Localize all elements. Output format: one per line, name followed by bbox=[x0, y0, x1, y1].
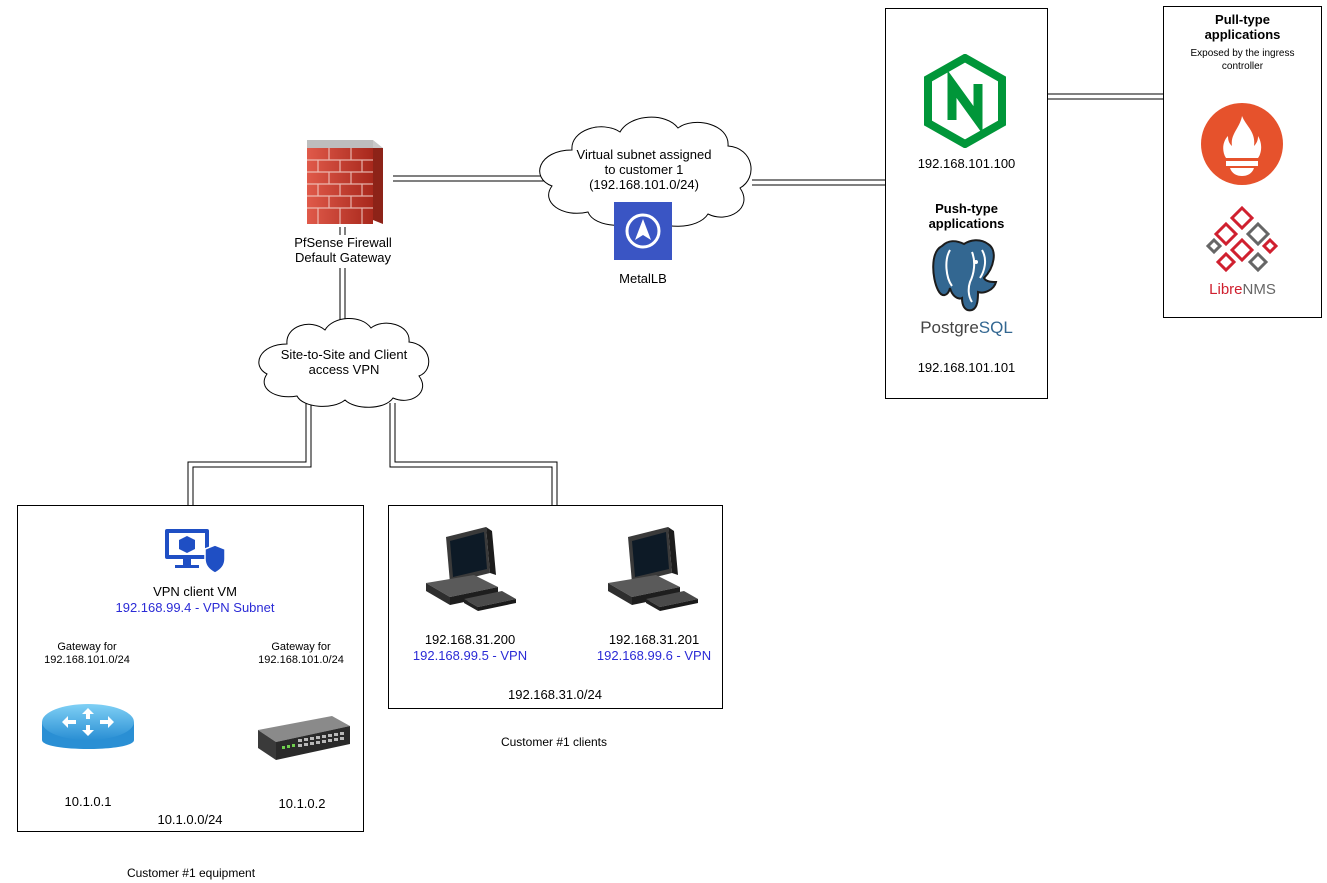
firewall-label: PfSense Firewall Default Gateway bbox=[283, 235, 403, 265]
gateway-right-line1: Gateway for bbox=[271, 641, 331, 653]
router-ip: 10.1.0.1 bbox=[64, 794, 112, 809]
cloud-virtual-label: Virtual subnet assigned to customer 1 (1… bbox=[549, 147, 739, 192]
vpn-cloud-icon bbox=[253, 314, 435, 410]
pc2-ip: 192.168.31.201 bbox=[608, 632, 700, 647]
librenms-icon bbox=[1205, 205, 1279, 274]
push-heading-line1: Push-type bbox=[935, 201, 998, 216]
switch-icon bbox=[254, 712, 352, 764]
pc1-vpn: 192.168.99.5 - VPN bbox=[412, 648, 528, 663]
cloud-virtual-line2: to customer 1 bbox=[604, 162, 684, 177]
pc1-ip: 192.168.31.200 bbox=[424, 632, 516, 647]
postgresql-wordmark: PostgreSQL bbox=[885, 318, 1048, 338]
pc2-vpn: 192.168.99.6 - VPN bbox=[596, 648, 712, 663]
gateway-left-line1: Gateway for bbox=[57, 641, 117, 653]
firewall-icon bbox=[303, 136, 385, 228]
equipment-subnet: 10.1.0.0/24 bbox=[157, 812, 223, 827]
pull-subheading-line1: Exposed by the ingress bbox=[1190, 48, 1295, 59]
desktop-computer-icon bbox=[424, 525, 518, 617]
prometheus-icon bbox=[1200, 102, 1284, 186]
nginx-ip: 192.168.101.100 bbox=[917, 156, 1016, 171]
metallb-label: MetalLB bbox=[619, 271, 667, 286]
switch-ip: 10.1.0.2 bbox=[278, 796, 326, 811]
vpn-cloud-label: Site-to-Site and Client access VPN bbox=[257, 347, 431, 377]
postgresql-icon bbox=[928, 238, 1000, 314]
cloud-icon bbox=[532, 112, 760, 230]
vpn-cloud-line1: Site-to-Site and Client bbox=[280, 347, 408, 362]
clients-caption: Customer #1 clients bbox=[500, 735, 608, 749]
push-heading-line2: applications bbox=[928, 216, 1005, 231]
metallb-icon bbox=[614, 202, 672, 260]
postgresql-wordmark-b: SQL bbox=[978, 318, 1013, 337]
postgresql-ip: 192.168.101.101 bbox=[917, 360, 1016, 375]
gateway-left: Gateway for 192.168.101.0/24 bbox=[22, 641, 152, 667]
nginx-icon bbox=[918, 53, 1012, 149]
librenms-wordmark: LibreNMS bbox=[1163, 281, 1322, 299]
cloud-virtual-line1: Virtual subnet assigned bbox=[576, 147, 712, 162]
pull-subheading: Exposed by the ingress controller bbox=[1163, 47, 1322, 73]
vm-ip: 192.168.99.4 - VPN Subnet bbox=[115, 600, 275, 615]
librenms-wordmark-a: Libre bbox=[1209, 281, 1243, 298]
postgresql-wordmark-a: Postgre bbox=[920, 318, 979, 337]
pull-subheading-line2: controller bbox=[1221, 61, 1264, 72]
pull-heading-line1: Pull-type bbox=[1215, 12, 1270, 27]
push-heading: Push-type applications bbox=[885, 201, 1048, 231]
router-icon bbox=[40, 692, 136, 762]
vm-label: VPN client VM bbox=[153, 584, 237, 599]
pull-heading: Pull-type applications bbox=[1163, 12, 1322, 42]
desktop-computer-icon bbox=[606, 525, 700, 617]
cloud-virtual-line3: (192.168.101.0/24) bbox=[589, 177, 699, 192]
firewall-label-line2: Default Gateway bbox=[294, 250, 392, 265]
pull-heading-line2: applications bbox=[1204, 27, 1281, 42]
librenms-wordmark-b: NMS bbox=[1242, 281, 1276, 298]
gateway-left-line2: 192.168.101.0/24 bbox=[44, 654, 130, 666]
gateway-right: Gateway for 192.168.101.0/24 bbox=[236, 641, 366, 667]
firewall-label-line1: PfSense Firewall bbox=[294, 235, 392, 250]
vpn-cloud-line2: access VPN bbox=[308, 362, 380, 377]
vpn-vm-icon bbox=[163, 527, 227, 575]
gateway-right-line2: 192.168.101.0/24 bbox=[258, 654, 344, 666]
clients-subnet: 192.168.31.0/24 bbox=[508, 687, 602, 702]
equipment-caption: Customer #1 equipment bbox=[126, 866, 256, 880]
